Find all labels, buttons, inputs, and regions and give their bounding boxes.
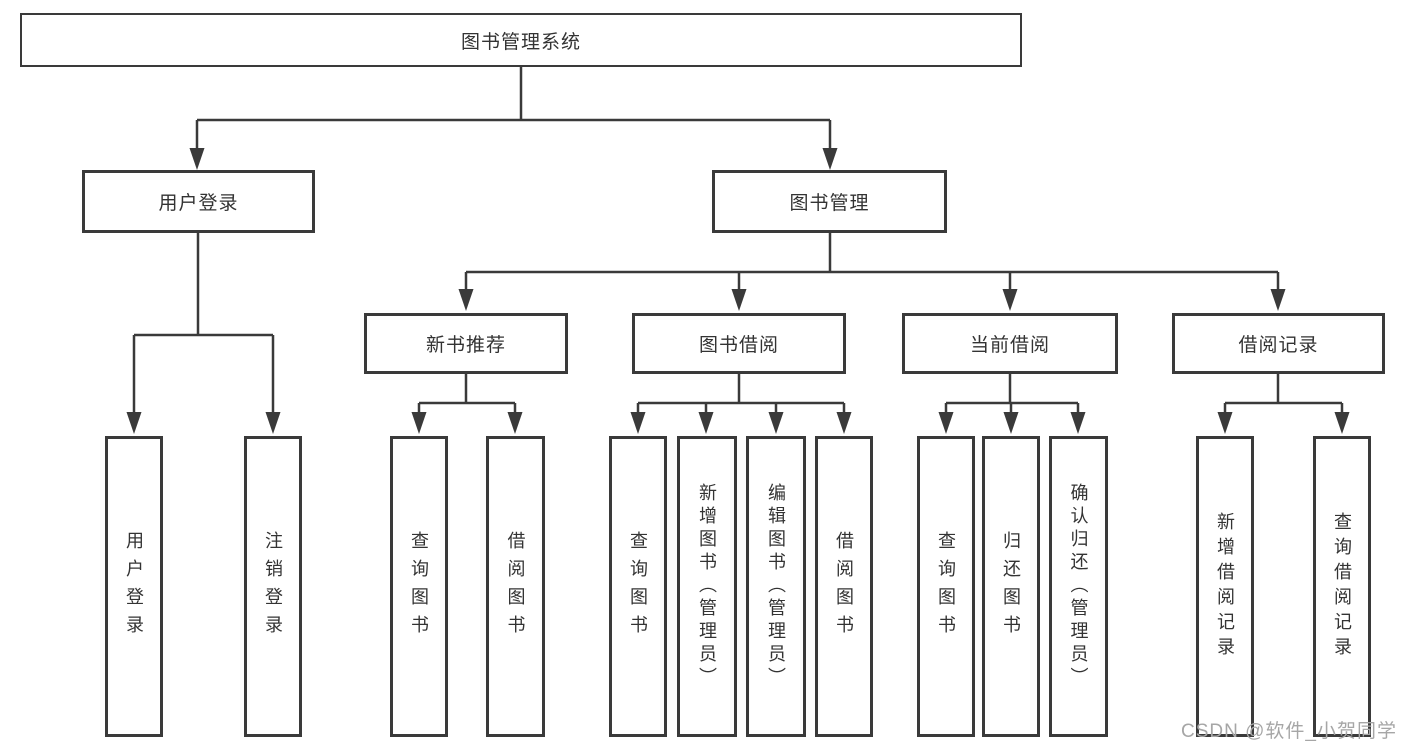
leaf-query-book-1: 查询图书 [390,436,448,737]
leaf-query-borrow-record: 查询借阅记录 [1313,436,1371,737]
node-user-login: 用户登录 [82,170,315,233]
leaf-query-book-2: 查询图书 [609,436,667,737]
leaf-return-book: 归还图书 [982,436,1040,737]
node-book-borrow: 图书借阅 [632,313,846,374]
leaf-label: 用户登录 [124,530,144,643]
leaf-label: 查询图书 [936,530,956,643]
node-current-borrow: 当前借阅 [902,313,1118,374]
leaf-label: 注销登录 [263,530,283,643]
leaf-borrow-book-2: 借阅图书 [815,436,873,737]
leaf-label: 新增借阅记录 [1215,511,1235,662]
node-borrow-records: 借阅记录 [1172,313,1385,374]
leaf-label: 查询借阅记录 [1332,511,1352,662]
csdn-watermark: CSDN @软件_小贺同学 [1181,721,1397,742]
node-library-system: 图书管理系统 [20,13,1022,67]
leaf-add-book-admin: 新增图书（管理员） [677,436,737,737]
leaf-label: 编辑图书（管理员） [766,483,786,690]
leaf-user-login: 用户登录 [105,436,163,737]
leaf-label: 借阅图书 [834,530,854,643]
leaf-label: 查询图书 [409,530,429,643]
leaf-label: 借阅图书 [505,530,526,643]
leaf-logout: 注销登录 [244,436,302,737]
node-new-book-recommend: 新书推荐 [364,313,568,374]
leaf-label: 新增图书（管理员） [697,483,717,690]
leaf-label: 确认归还（管理员） [1068,483,1089,690]
leaf-add-borrow-record: 新增借阅记录 [1196,436,1254,737]
node-book-management: 图书管理 [712,170,947,233]
leaf-query-book-3: 查询图书 [917,436,975,737]
leaf-borrow-book-1: 借阅图书 [486,436,545,737]
leaf-label: 归还图书 [1001,530,1021,643]
leaf-edit-book-admin: 编辑图书（管理员） [746,436,806,737]
leaf-label: 查询图书 [628,530,648,643]
leaf-confirm-return-admin: 确认归还（管理员） [1049,436,1108,737]
